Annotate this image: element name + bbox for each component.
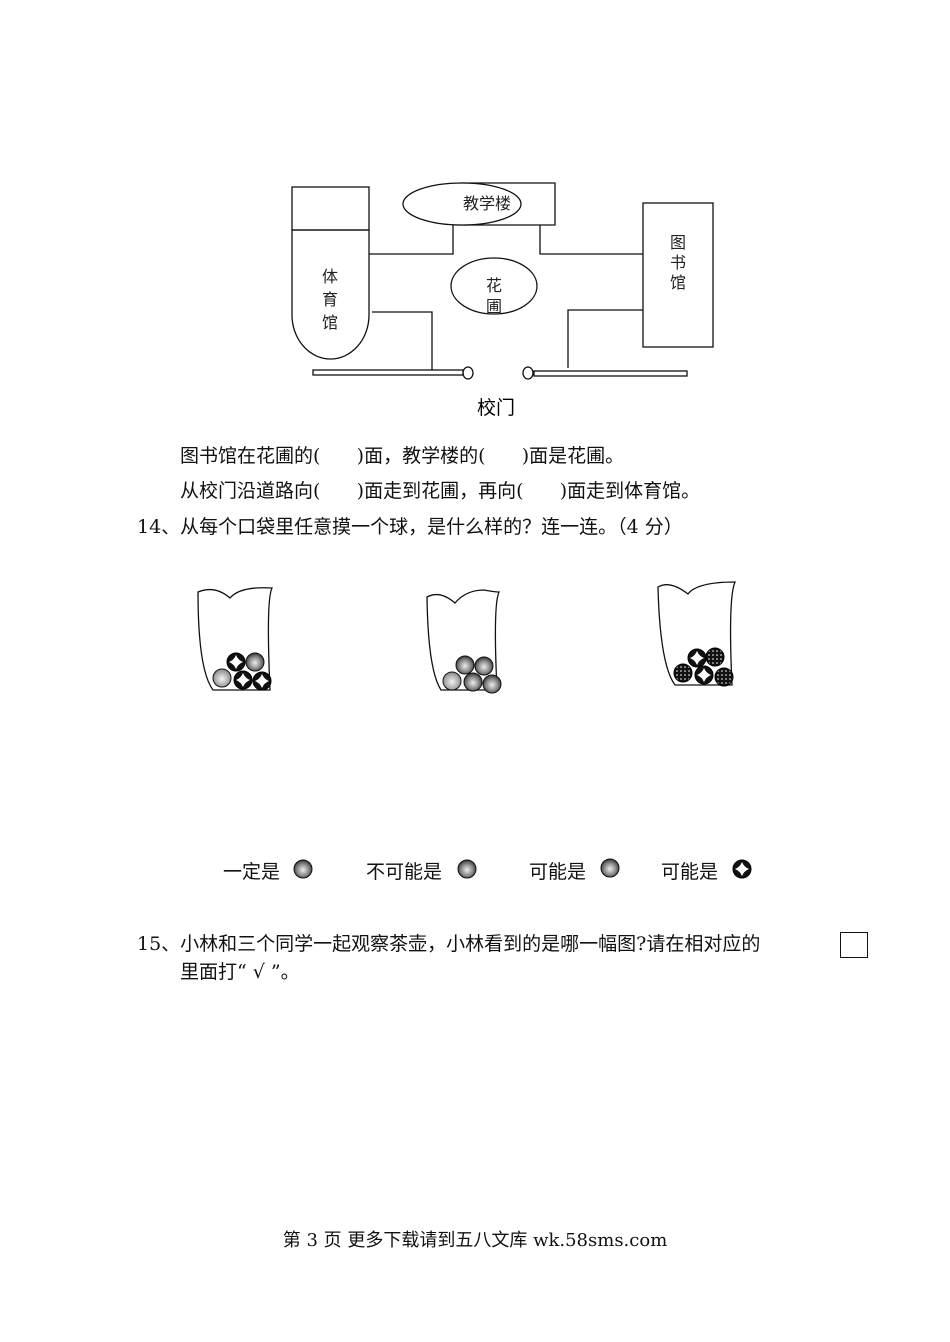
road	[372, 311, 433, 370]
library-building	[642, 202, 714, 348]
teaching-building-ellipse	[402, 182, 522, 226]
teaching-building-box	[460, 182, 556, 226]
q15-line2: 里面打“ √ ”。	[180, 961, 300, 983]
option-possible[interactable]: 可能是	[529, 861, 587, 883]
gate-wall-right	[533, 370, 688, 377]
q13-line1: 图书馆在花圃的( )面，教学楼的( )面是花圃。	[180, 445, 625, 467]
garden-label: 花	[486, 276, 502, 295]
road	[539, 225, 643, 255]
road	[369, 225, 454, 255]
answer-checkbox[interactable]	[840, 932, 868, 958]
star-ball-icon	[732, 859, 752, 879]
campus-map	[291, 182, 714, 380]
gym-label: 馆	[322, 313, 338, 332]
library-label: 图	[670, 233, 686, 252]
library-label: 书	[670, 253, 686, 272]
option-possible-star[interactable]: 可能是	[661, 861, 719, 883]
option-impossible[interactable]: 不可能是	[366, 861, 443, 883]
gate-post-right	[522, 366, 534, 380]
road	[567, 309, 643, 368]
gray-ball-icon	[293, 859, 313, 879]
garden-label: 圃	[486, 297, 502, 316]
gate-wall-left	[312, 369, 464, 376]
library-label: 馆	[670, 273, 686, 292]
page-footer: 第 3 页 更多下载请到五八文库 wk.58sms.com	[282, 1230, 668, 1251]
garden	[450, 257, 538, 315]
bag-3	[657, 581, 736, 687]
gate-post-left	[462, 366, 474, 380]
gym-top-box	[291, 186, 370, 231]
option-certain[interactable]: 一定是	[223, 861, 281, 883]
q13-line2: 从校门沿道路向( )面走到花圃，再向( )面走到体育馆。	[180, 480, 701, 502]
gray-ball-icon	[600, 858, 620, 878]
gym-label: 育	[322, 290, 338, 309]
q14-prompt: 14、从每个口袋里任意摸一个球，是什么样的？连一连。（4 分）	[137, 516, 683, 538]
gray-ball-icon	[457, 859, 477, 879]
gym-label: 体	[322, 267, 338, 286]
q15-line1: 15、小林和三个同学一起观察茶壶，小林看到的是哪一幅图?请在相对应的	[137, 933, 761, 955]
teaching-building-label: 教学楼	[463, 194, 511, 213]
gym-building	[291, 229, 370, 360]
gate-label: 校门	[477, 397, 515, 419]
bag-2	[426, 589, 502, 694]
bag-1	[197, 587, 274, 691]
